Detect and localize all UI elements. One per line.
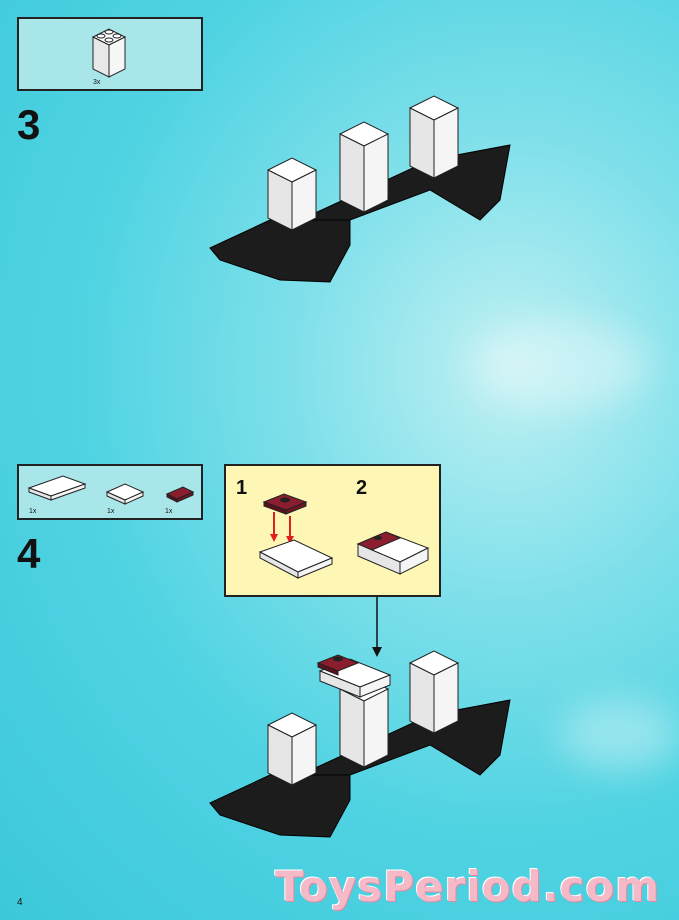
dark-red-tile-icon (165, 486, 195, 503)
step3-parts-box: 3x (17, 17, 203, 91)
substep2-illustration (356, 531, 430, 575)
substep-number: 1 (236, 477, 248, 499)
cloud (470, 320, 650, 410)
substep1-illustration (258, 493, 334, 579)
white-brick (408, 650, 460, 734)
step4-model (209, 650, 511, 838)
page-number: 4 (17, 897, 23, 908)
watermark: ToysPeriod.com (275, 862, 661, 911)
black-plate (299, 699, 511, 776)
white-brick (338, 121, 390, 213)
black-plate (299, 144, 511, 221)
part-qty: 1x (107, 508, 115, 515)
step-number: 3 (17, 101, 41, 148)
part-qty: 3x (93, 79, 101, 86)
step-number: 4 (17, 530, 41, 577)
white-plate-2x2-icon (105, 483, 145, 505)
white-brick-2x2-icon (91, 28, 127, 78)
step3-model (209, 95, 511, 283)
assembly-arrow (372, 597, 382, 657)
part-qty: 1x (165, 508, 173, 515)
white-brick (266, 712, 318, 786)
part-qty: 1x (29, 508, 37, 515)
substep-number: 2 (356, 477, 368, 499)
subassembly-box: 1 2 (224, 464, 441, 597)
sub-assembly-on-brick (316, 654, 392, 698)
cloud (560, 700, 679, 770)
white-brick (266, 157, 318, 231)
white-brick (408, 95, 460, 179)
white-plate-2x4-icon (27, 475, 87, 501)
step4-parts-box: 1x 1x 1x (17, 464, 203, 520)
